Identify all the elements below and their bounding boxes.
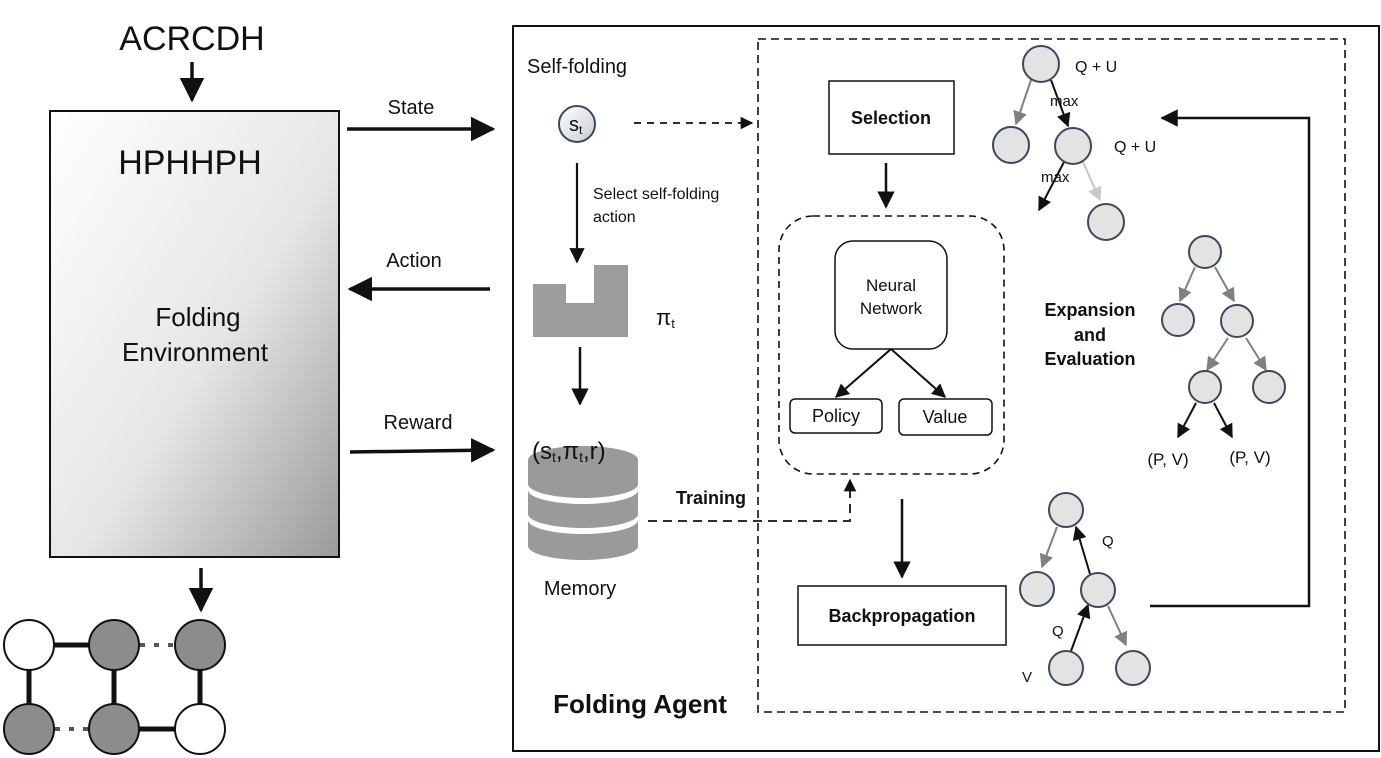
residue-hydrophobic (174, 619, 226, 671)
state-symbol: st (569, 114, 583, 137)
self-folding-label: Self-folding (527, 56, 627, 78)
loop-back-arrow (1150, 109, 1311, 608)
p-v-label: (P, V) (1147, 450, 1188, 469)
environment-label-line2: Environment (122, 337, 269, 367)
memory-label: Memory (544, 578, 616, 600)
backprop-tree: Q Q V (1019, 492, 1151, 686)
mcts-dashed-region (757, 38, 1346, 713)
policy-symbol: πt (656, 305, 675, 331)
folding-environment-box (49, 110, 340, 558)
evaluation-dashed-region (778, 215, 1005, 475)
residue-hydrophobic (88, 703, 140, 755)
q-label: Q (1052, 623, 1064, 640)
residue-hydrophobic (88, 619, 140, 671)
tree-node (1188, 370, 1222, 404)
backpropagation-box (797, 585, 1007, 646)
tree-node (1048, 650, 1084, 686)
q-plus-u-label: Q + U (1075, 59, 1117, 76)
reward-label: Reward (384, 412, 453, 434)
expansion-line2: and (1074, 325, 1106, 345)
expansion-line1: Expansion (1044, 300, 1135, 320)
folding-agent-title: Folding Agent (553, 689, 727, 719)
hp-sequence: HPHHPH (118, 144, 262, 182)
tree-node (1054, 127, 1092, 165)
selection-box (828, 80, 955, 155)
v-label: V (1022, 669, 1032, 686)
policy-distribution-shape (533, 265, 628, 337)
residue-hydrophobic (3, 703, 55, 755)
p-v-label: (P, V) (1229, 448, 1270, 467)
action-label: Action (386, 250, 442, 272)
state-label: State (388, 97, 435, 119)
tree-node (1252, 370, 1286, 404)
residue-polar (3, 619, 55, 671)
selection-label: Selection (851, 108, 931, 128)
residue-polar (174, 703, 226, 755)
tree-node (1022, 45, 1060, 83)
neural-network-line1: Neural (866, 276, 916, 295)
amino-sequence: ACRCDH (119, 20, 264, 58)
nn-to-policy-arrow (834, 348, 892, 398)
tree-node (1115, 650, 1151, 686)
tree-node (1048, 492, 1084, 528)
tree-node (1087, 203, 1125, 241)
policy-box (789, 398, 883, 434)
training-label: Training (676, 488, 746, 508)
reward-arrow (349, 438, 496, 463)
state-node (558, 105, 596, 143)
value-box (898, 398, 993, 436)
tree-node (992, 126, 1030, 164)
tree-node (1188, 235, 1222, 269)
expansion-tree: (P, V) (P, V) (1147, 235, 1286, 469)
policy-label: Policy (812, 406, 860, 426)
training-arrow (648, 478, 857, 522)
select-action-line1: Select self-folding (593, 186, 719, 203)
folding-agent-box (512, 25, 1380, 752)
select-action-line2: action (593, 209, 636, 226)
memory-database (528, 446, 638, 560)
neural-network-box (834, 240, 948, 350)
tree-node (1080, 572, 1116, 608)
neural-network-line2: Network (860, 299, 923, 318)
tree-node (1161, 303, 1195, 337)
q-plus-u-label: Q + U (1114, 139, 1156, 156)
lattice-fold (3, 619, 226, 755)
value-label: Value (923, 407, 968, 427)
selection-tree: Q + U max Q + U max (992, 45, 1156, 241)
environment-label-line1: Folding (155, 302, 240, 332)
memory-tuple: (st,πt,r) (532, 438, 606, 465)
tree-node (1220, 304, 1254, 338)
max-label: max (1041, 169, 1070, 186)
backpropagation-label: Backpropagation (828, 606, 975, 626)
max-label: max (1050, 93, 1079, 110)
nn-to-value-arrow (890, 348, 947, 398)
tree-node (1019, 571, 1055, 607)
expansion-line3: Evaluation (1044, 349, 1135, 369)
q-label: Q (1102, 533, 1114, 550)
